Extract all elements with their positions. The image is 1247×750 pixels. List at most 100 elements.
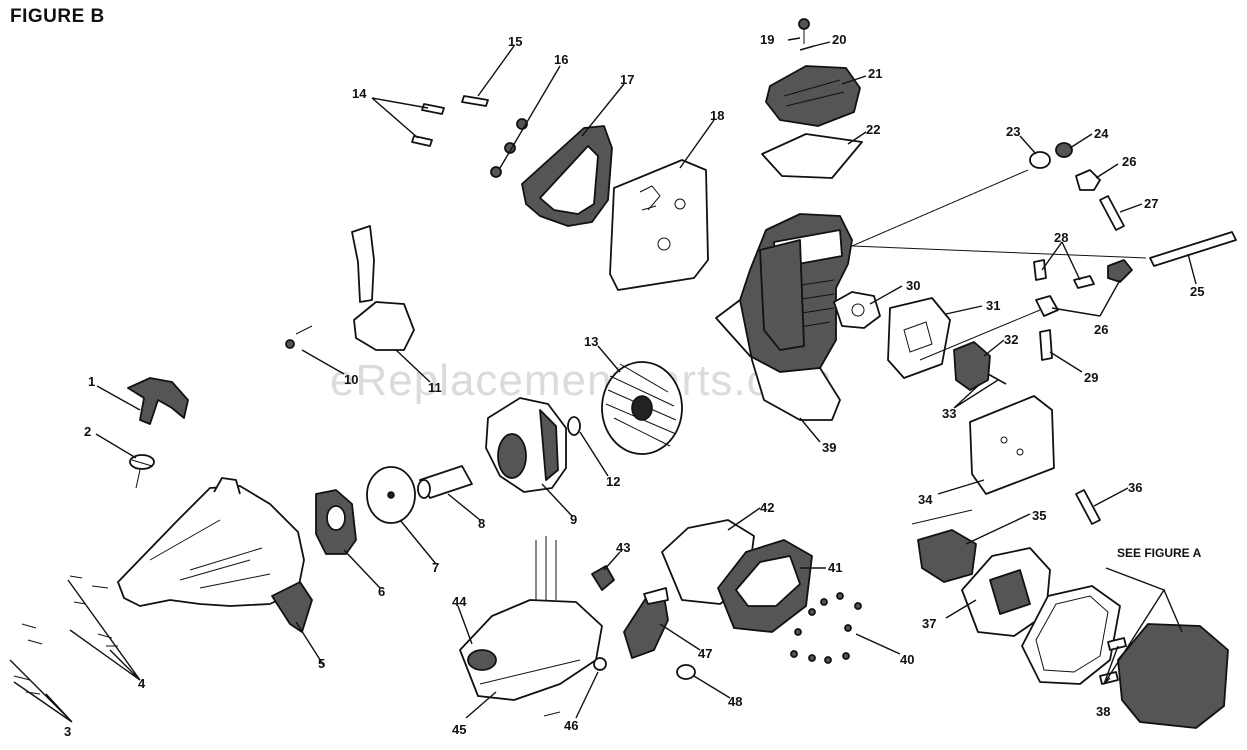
callout-36: 36	[1128, 480, 1142, 495]
part-rod-25	[1149, 231, 1237, 267]
callout-11: 11	[428, 380, 442, 395]
callout-14: 14	[352, 86, 367, 101]
callout-5: 5	[318, 656, 325, 671]
callout-7: 7	[432, 560, 439, 575]
callout-13: 13	[584, 334, 598, 349]
part-fitting-48	[676, 664, 696, 680]
part-clutch-drum	[315, 489, 357, 555]
part-washer-disc	[366, 466, 416, 524]
callout-20: 20	[832, 32, 846, 47]
figure-title: FIGURE B	[10, 6, 105, 27]
callout-1: 1	[88, 374, 95, 389]
part-washer-12	[567, 416, 581, 436]
part-insulator-31	[887, 297, 951, 379]
callout-21: 21	[868, 66, 882, 81]
part-fitting-46	[543, 657, 607, 717]
part-screw-19	[798, 18, 810, 44]
callout-2: 2	[84, 424, 91, 439]
part-screws-14	[411, 103, 445, 147]
callout-4: 4	[138, 676, 146, 691]
callout-40: 40	[900, 652, 914, 667]
part-air-filter-base	[961, 547, 1051, 637]
part-fan-housing	[485, 397, 567, 493]
callout-46: 46	[564, 718, 578, 733]
callout-25: 25	[1190, 284, 1204, 299]
callout-35: 35	[1032, 508, 1046, 523]
callout-45: 45	[452, 722, 466, 737]
part-bolt-15	[461, 95, 489, 107]
part-spring	[129, 454, 155, 489]
part-flywheel	[601, 361, 683, 455]
part-rod-36	[1075, 489, 1101, 525]
callout-15: 15	[508, 34, 522, 49]
watermark: eReplacementParts.com	[330, 356, 833, 405]
callout-27: 27	[1144, 196, 1158, 211]
part-fuel-tank-cover	[717, 539, 813, 633]
part-muffler	[521, 125, 613, 227]
part-fuel-tank	[459, 536, 603, 701]
part-fittings-28	[1033, 259, 1133, 289]
part-intake-gasket	[833, 291, 881, 329]
part-fitting-26-upper	[1075, 169, 1101, 191]
part-lever-47	[643, 587, 669, 605]
callout-43: 43	[616, 540, 630, 555]
callout-26-lower: 26	[1094, 322, 1108, 337]
callout-34: 34	[918, 492, 933, 507]
callout-38: 38	[1096, 704, 1110, 719]
leader-lines	[9, 37, 1197, 723]
callout-18: 18	[710, 108, 724, 123]
callout-17: 17	[620, 72, 634, 87]
see-figure-a-note: SEE FIGURE A	[1117, 546, 1202, 560]
callout-16: 16	[554, 52, 568, 67]
part-ignition-module	[623, 595, 669, 659]
part-cover-gasket	[761, 133, 863, 179]
callout-24: 24	[1094, 126, 1109, 141]
callout-23: 23	[1006, 124, 1020, 139]
part-clamp-23	[1029, 151, 1051, 169]
part-tube	[417, 465, 473, 499]
callout-28: 28	[1054, 230, 1068, 245]
callout-22: 22	[866, 122, 880, 137]
callout-9: 9	[570, 512, 577, 527]
callout-8: 8	[478, 516, 485, 531]
part-lower-housing	[117, 477, 313, 633]
callout-44: 44	[452, 594, 467, 609]
part-throttle-trigger	[127, 377, 189, 425]
part-muffler-gasket	[609, 159, 709, 291]
callout-47: 47	[698, 646, 712, 661]
part-rod-27	[1099, 195, 1125, 231]
callout-48-right: 48	[728, 694, 742, 709]
callout-31: 31	[986, 298, 1000, 313]
callout-10: 10	[344, 372, 358, 387]
part-air-plate	[969, 395, 1055, 495]
callout-numbers: 1 2 3 4 5 6 7 8 9 10 11 12 13 14 15 16 1…	[64, 32, 1204, 739]
part-screws-4	[91, 585, 118, 647]
callout-19: 19	[760, 32, 774, 47]
part-valve-cover	[765, 65, 861, 127]
part-screws-3	[13, 575, 87, 695]
callout-26-upper: 26	[1122, 154, 1136, 169]
callout-42: 42	[760, 500, 774, 515]
part-nuts-16	[490, 118, 528, 178]
callout-37: 37	[922, 616, 936, 631]
callout-30: 30	[906, 278, 920, 293]
part-pin-29	[1039, 329, 1053, 361]
part-screw-10	[285, 325, 313, 349]
callout-3: 3	[64, 724, 71, 739]
part-air-filter-element	[1021, 585, 1121, 685]
part-fitting-26-lower	[1035, 295, 1059, 317]
callout-32: 32	[1004, 332, 1018, 347]
callout-29: 29	[1084, 370, 1098, 385]
part-screws-38	[1099, 637, 1127, 685]
part-engine-block	[715, 213, 853, 421]
part-fitting-24	[1055, 142, 1073, 158]
callout-6: 6	[378, 584, 385, 599]
part-primer-bulb	[591, 565, 615, 591]
part-spark-plug-boot	[351, 225, 415, 351]
callout-41: 41	[828, 560, 842, 575]
callout-33: 33	[942, 406, 956, 421]
part-clip-20	[799, 45, 815, 51]
part-screws-40	[790, 592, 862, 664]
part-air-filter-cover	[1117, 623, 1229, 729]
